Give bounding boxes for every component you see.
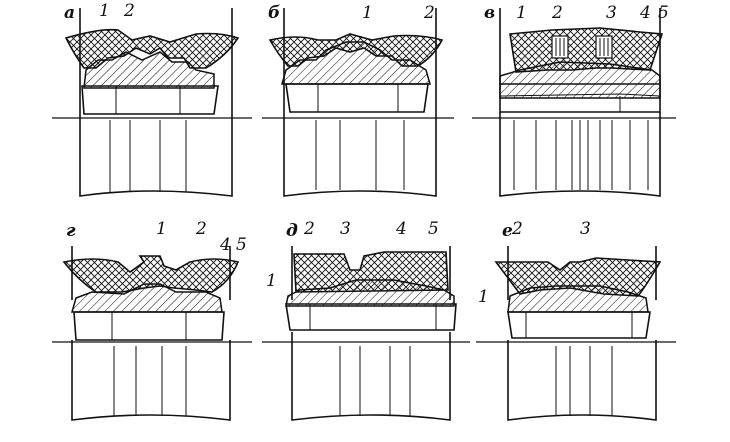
label-v-5: 5 (658, 3, 669, 23)
label-d-2: 2 (303, 219, 315, 239)
label-g-5: 5 (236, 235, 247, 255)
label-d-4: 4 (395, 219, 407, 239)
panel-d: д 2 3 4 5 1 (262, 219, 470, 421)
hub-section-b (281, 41, 431, 85)
panel-letter-g: г (66, 221, 76, 241)
label-d-3: 3 (340, 219, 351, 239)
hub-section-d (285, 279, 455, 307)
label-a-2: 2 (123, 1, 135, 21)
panel-letter-v: в (484, 3, 495, 23)
label-a-1: 1 (99, 1, 110, 21)
label-v-4: 4 (639, 3, 651, 23)
label-g-1: 1 (156, 219, 167, 239)
label-v-1: 1 (516, 3, 527, 23)
panel-letter-b: б (268, 3, 280, 23)
panel-a: а 1 2 (52, 1, 252, 197)
label-e-2: 2 (511, 219, 523, 239)
panel-letter-e: е (502, 221, 513, 241)
panel-e: е 2 3 1 (476, 219, 676, 421)
label-d-5: 5 (428, 219, 439, 239)
label-v-3: 3 (606, 3, 617, 23)
panel-g: г 1 2 4 5 (52, 219, 252, 421)
hub-section-v (499, 61, 661, 99)
panel-letter-d: д (286, 221, 298, 241)
label-e-3: 3 (580, 219, 591, 239)
label-v-2: 2 (551, 3, 563, 23)
label-b-2: 2 (423, 3, 435, 23)
panel-v: в 1 2 3 4 5 (472, 3, 676, 197)
tyre-section-a (64, 28, 240, 69)
panel-letter-a: а (64, 3, 75, 23)
label-g-2: 2 (195, 219, 207, 239)
label-g-4: 4 (219, 235, 231, 255)
hub-section-a (83, 51, 215, 89)
label-e-1: 1 (478, 287, 489, 307)
label-b-1: 1 (362, 3, 373, 23)
label-d-1: 1 (266, 271, 277, 291)
panel-b: б 1 2 (262, 3, 454, 197)
